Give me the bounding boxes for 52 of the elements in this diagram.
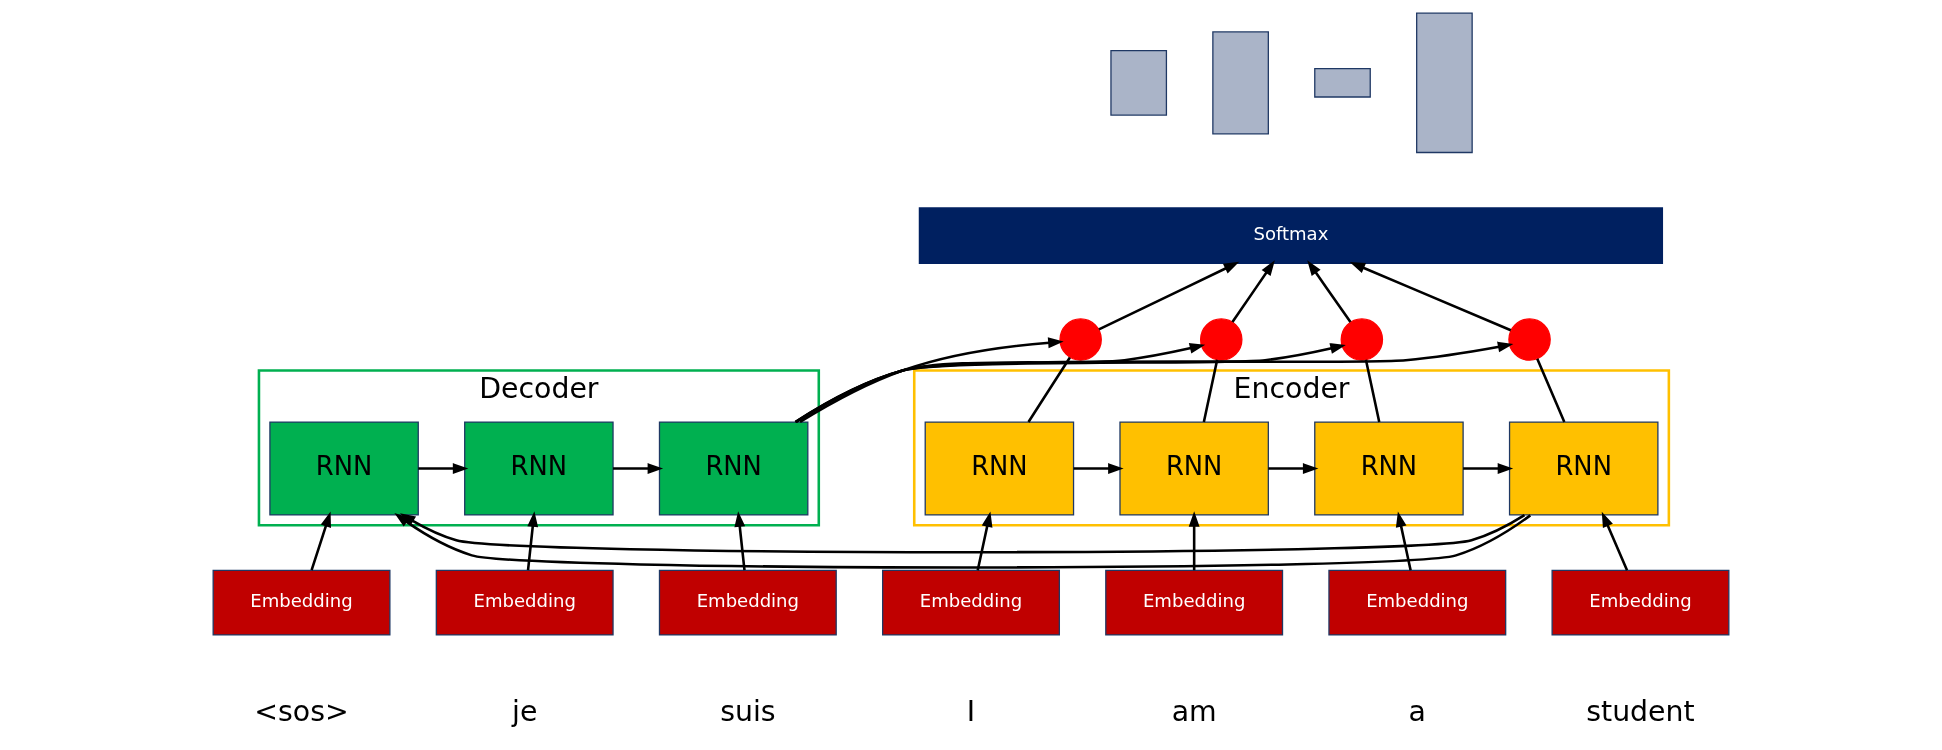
node-circle	[1508, 318, 1551, 361]
node-circle	[1059, 318, 1102, 361]
node-box: Embedding	[1551, 569, 1730, 636]
node-box: Softmax	[918, 207, 1664, 265]
node-label: I	[966, 694, 976, 728]
node-box: RNN	[924, 421, 1075, 516]
arrow	[526, 511, 539, 571]
node-label: student	[1586, 694, 1695, 728]
arrow	[1073, 463, 1124, 474]
node-box: Embedding	[435, 569, 614, 636]
arrow	[1349, 261, 1512, 332]
arrow	[310, 511, 331, 571]
node-bar	[1110, 49, 1168, 116]
arrow	[1188, 511, 1200, 571]
node-box: Embedding	[212, 569, 391, 636]
arrow	[613, 463, 664, 474]
arrow	[976, 511, 993, 571]
node-box: Embedding	[1105, 569, 1284, 636]
arrow	[1268, 463, 1319, 474]
node-box: Embedding	[658, 569, 837, 636]
arrow	[795, 343, 1346, 423]
node-box: RNN	[464, 421, 614, 516]
connector	[1027, 356, 1071, 423]
node-label: <sos>	[254, 694, 349, 728]
node-label: am	[1171, 694, 1217, 728]
arrow	[1098, 261, 1240, 331]
arrow	[794, 341, 1514, 424]
node-circle	[1199, 318, 1243, 361]
arrow	[1395, 511, 1412, 571]
arrow	[1463, 463, 1514, 474]
node-label: je	[512, 694, 538, 728]
node-box: RNN	[1314, 421, 1464, 516]
arrow	[799, 337, 1064, 423]
node-circle	[1340, 318, 1384, 361]
node-box: RNN	[1119, 421, 1269, 516]
arrow	[1231, 260, 1275, 323]
node-bar	[1314, 68, 1371, 98]
node-bar	[1416, 12, 1473, 154]
arrow	[795, 343, 1206, 423]
node-box: RNN	[1508, 421, 1659, 516]
node-box: RNN	[658, 421, 809, 516]
arrow	[1601, 511, 1629, 571]
arrow	[418, 463, 469, 474]
node-box: Embedding	[882, 569, 1060, 636]
node-box: Embedding	[1328, 569, 1507, 636]
node-label: a	[1408, 694, 1427, 728]
connector	[1536, 358, 1566, 423]
node-bar	[1212, 31, 1269, 135]
arrow	[1307, 260, 1352, 323]
arrow	[734, 511, 746, 571]
node-box: RNN	[269, 421, 419, 516]
node-label: suis	[720, 694, 776, 728]
